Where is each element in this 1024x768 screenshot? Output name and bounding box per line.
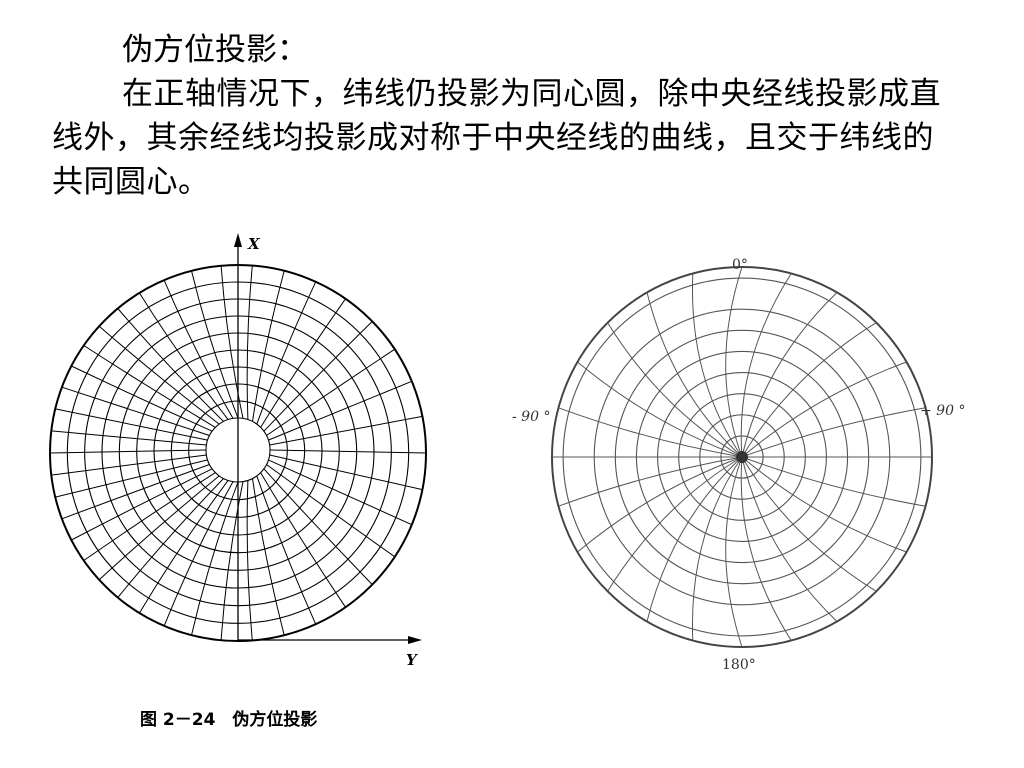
meridian-line — [138, 480, 229, 614]
y-axis-arrow — [408, 636, 422, 644]
meridian-line — [725, 266, 743, 458]
meridian-line — [740, 456, 792, 641]
meridian-line — [691, 273, 743, 458]
meridian-line — [741, 456, 926, 507]
figure-caption: 图 2－24 伪方位投影 — [140, 710, 318, 730]
figure-right-projection: 0° - 90 ° + 90 ° 180° — [512, 257, 965, 673]
meridian-line — [260, 472, 346, 608]
meridian-line — [51, 430, 207, 446]
meridian-line — [191, 481, 239, 636]
meridian-line — [256, 475, 317, 625]
x-axis-arrow — [234, 233, 242, 247]
x-axis-label: X — [247, 235, 261, 253]
meridian-line — [98, 325, 220, 425]
meridian-line — [138, 292, 229, 420]
meridian-line — [263, 321, 373, 432]
right-graticule — [551, 266, 933, 648]
meridian-line — [577, 456, 743, 553]
meridian-line — [83, 345, 216, 428]
meridian-line — [607, 456, 743, 592]
meridian-line — [741, 456, 877, 592]
meridian-line — [691, 456, 743, 641]
meridian-line — [61, 386, 210, 436]
meridian-line — [220, 265, 244, 419]
label-minus-90: - 90 ° — [512, 409, 550, 425]
meridian-line — [740, 273, 792, 458]
meridian-line — [558, 456, 743, 507]
meridian-line — [246, 265, 253, 420]
meridian-line — [246, 480, 253, 641]
meridian-line — [268, 459, 413, 526]
meridian-line — [252, 270, 285, 422]
meridian-line — [117, 308, 224, 422]
meridian-line — [266, 464, 396, 558]
meridian-line — [71, 468, 213, 541]
meridian-line — [725, 456, 743, 648]
meridian-line — [741, 456, 838, 622]
meridian-line — [558, 407, 743, 458]
meridian-line — [269, 415, 423, 446]
meridian-line — [98, 475, 220, 581]
meridian-line — [55, 459, 208, 498]
meridian-line — [71, 365, 213, 432]
meridian-line — [266, 348, 396, 436]
figure-left-projection: X Y — [49, 233, 427, 669]
meridian-line — [252, 478, 285, 636]
body-paragraph: 在正轴情况下，纬线仍投影为同心圆，除中央经线投影成直线外，其余经线均投影成对称于… — [52, 76, 941, 200]
label-plus-90: + 90 ° — [920, 403, 965, 419]
meridian-line — [741, 361, 907, 458]
y-axis-label: Y — [406, 651, 418, 669]
meridian-line — [646, 292, 743, 458]
meridian-line — [51, 454, 207, 476]
label-180: 180° — [722, 657, 756, 673]
meridian-line — [741, 292, 838, 458]
text-block: 伪方位投影： 在正轴情况下，纬线仍投影为同心圆，除中央经线投影成直线外，其余经线… — [52, 28, 952, 204]
meridian-line — [741, 456, 907, 553]
meridian-line — [263, 468, 373, 585]
meridian-line — [269, 449, 427, 454]
meridian-line — [741, 407, 926, 458]
meridian-line — [646, 456, 743, 622]
meridian-line — [260, 298, 346, 428]
meridian-line — [117, 478, 224, 598]
centre-pole — [736, 451, 748, 463]
meridian-line — [269, 454, 423, 491]
meridian-line — [83, 472, 216, 561]
meridian-line — [220, 481, 244, 641]
label-zero: 0° — [732, 257, 748, 273]
meridian-line — [191, 270, 239, 419]
meridian-line — [607, 322, 743, 458]
meridian-line — [163, 279, 234, 419]
meridian-line — [163, 481, 234, 627]
meridian-line — [55, 408, 208, 441]
meridian-line — [268, 380, 412, 441]
meridian-line — [61, 464, 210, 520]
meridian-line — [256, 281, 317, 425]
section-heading: 伪方位投影： — [122, 32, 308, 68]
meridian-line — [49, 449, 207, 454]
meridian-line — [741, 322, 877, 458]
meridian-line — [577, 361, 743, 458]
